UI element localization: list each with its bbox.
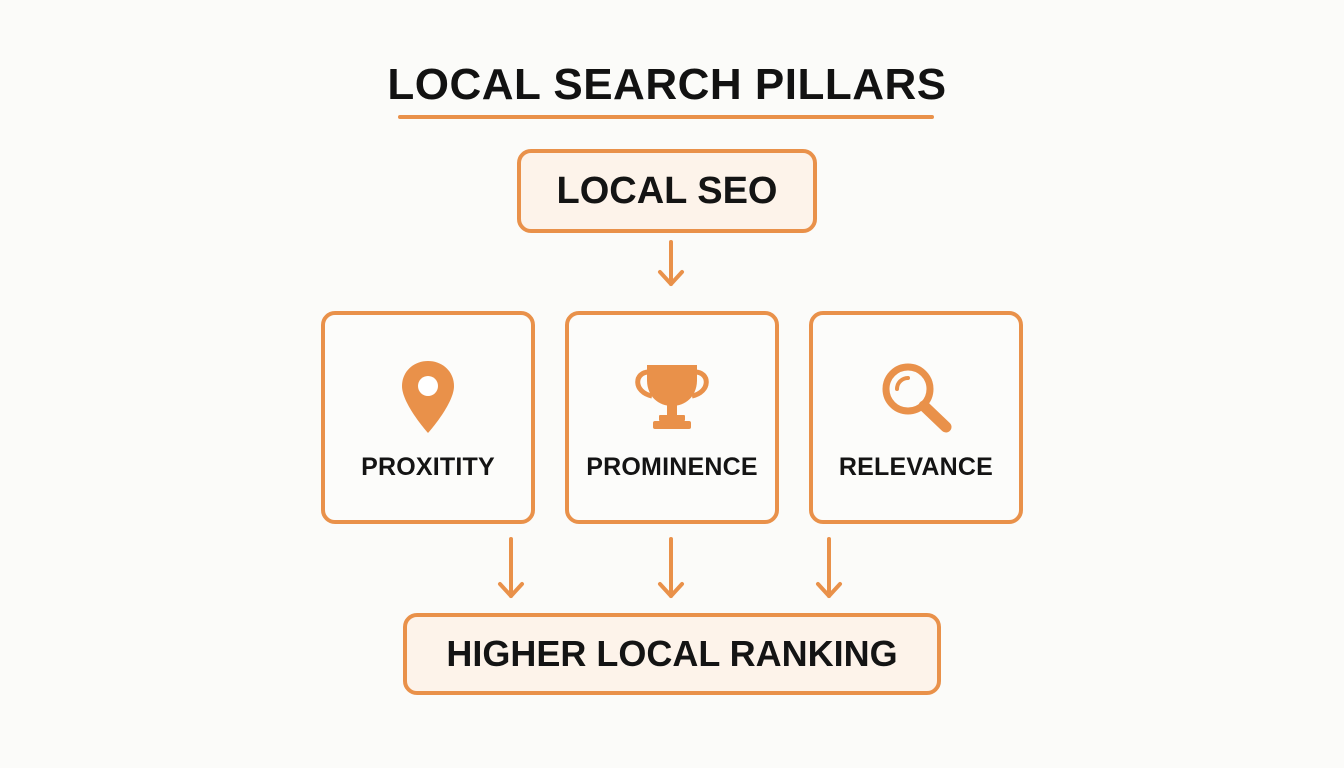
higher-local-ranking-label: HIGHER LOCAL RANKING xyxy=(446,633,898,674)
magnifier-icon xyxy=(871,357,961,437)
arrow-relevance-to-ranking xyxy=(816,537,842,598)
pillar-prominence: PROMINENCE xyxy=(565,311,779,524)
arrow-prominence-to-ranking xyxy=(658,537,684,598)
diagram-title: LOCAL SEARCH PILLARS xyxy=(387,60,947,109)
pillar-label: RELEVANCE xyxy=(838,453,994,481)
arrow-seo-to-pillars xyxy=(658,240,684,286)
local-seo-label: LOCAL SEO xyxy=(556,169,778,212)
arrow-proximity-to-ranking xyxy=(498,537,524,598)
local-seo-node: LOCAL SEO xyxy=(517,149,817,233)
pillar-label: PROXITITY xyxy=(361,453,495,481)
location-pin-icon xyxy=(383,357,473,437)
higher-local-ranking-node: HIGHER LOCAL RANKING xyxy=(403,613,941,695)
pillar-proximity: PROXITITY xyxy=(321,311,535,524)
pillar-label: PROMINENCE xyxy=(586,453,758,481)
pillar-relevance: RELEVANCE xyxy=(809,311,1023,524)
title-underline xyxy=(398,115,934,119)
trophy-icon xyxy=(627,357,717,437)
